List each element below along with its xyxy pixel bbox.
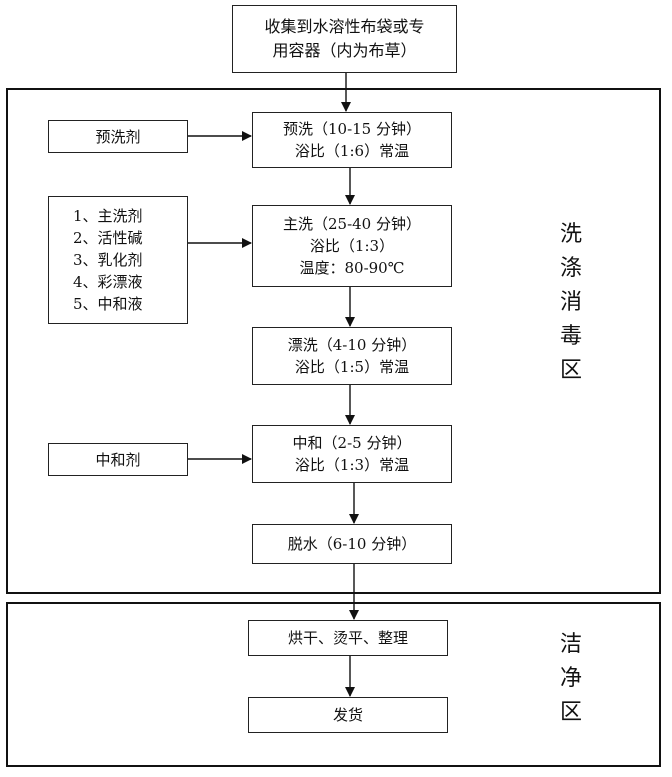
wash-zone-char: 消	[559, 290, 582, 315]
step-line: 浴比（1:6）常温	[294, 142, 410, 160]
clean-zone-char: 净	[559, 666, 582, 691]
clean-zone-label: 洁 净 区	[556, 628, 586, 730]
agent-item: 4、彩漂液	[73, 273, 143, 291]
neutralizer-agent-label: 中和剂	[95, 450, 141, 469]
neutralize-step: 中和（2-5 分钟） 浴比（1:3）常温	[252, 425, 452, 483]
step-line: 浴比（1:3）	[309, 237, 395, 255]
wash-zone-char: 洗	[559, 222, 582, 247]
neutralizer-agent-box: 中和剂	[48, 443, 188, 476]
step-line: 烘干、烫平、整理	[287, 629, 408, 647]
prewash-step: 预洗（10-15 分钟） 浴比（1:6）常温	[252, 112, 452, 168]
collection-box: 收集到水溶性布袋或专 用容器（内为布草）	[232, 5, 457, 73]
step-line: 预洗（10-15 分钟）	[282, 120, 421, 138]
shipping-step: 发货	[248, 697, 448, 733]
main-wash-agents-box: 1、主洗剂 2、活性碱 3、乳化剂 4、彩漂液 5、中和液	[48, 196, 188, 324]
wash-zone-char: 涤	[559, 256, 582, 281]
prewash-agent-label: 预洗剂	[95, 127, 141, 146]
collection-line: 收集到水溶性布袋或专	[264, 17, 425, 36]
step-line: 漂洗（4-10 分钟）	[287, 336, 417, 354]
agent-item: 5、中和液	[73, 295, 143, 313]
clean-zone-char: 区	[559, 700, 582, 725]
step-line: 浴比（1:5）常温	[294, 358, 410, 376]
spin-dry-step: 脱水（6-10 分钟）	[252, 524, 452, 564]
wash-zone-char: 毒	[559, 324, 582, 349]
step-line: 脱水（6-10 分钟）	[287, 535, 417, 553]
wash-zone-char: 区	[559, 358, 582, 383]
agent-item: 2、活性碱	[73, 229, 143, 247]
agent-item: 3、乳化剂	[73, 251, 143, 269]
clean-zone-char: 洁	[559, 632, 582, 657]
step-line: 发货	[332, 706, 363, 724]
agent-item: 1、主洗剂	[73, 207, 143, 225]
main-wash-step: 主洗（25-40 分钟） 浴比（1:3） 温度：80-90℃	[252, 205, 452, 287]
step-line: 浴比（1:3）常温	[294, 456, 410, 474]
step-line: 主洗（25-40 分钟）	[282, 215, 421, 233]
step-line: 温度：80-90℃	[299, 259, 405, 277]
dry-iron-fold-step: 烘干、烫平、整理	[248, 620, 448, 656]
step-line: 中和（2-5 分钟）	[292, 434, 412, 452]
clean-zone	[6, 602, 661, 767]
rinse-step: 漂洗（4-10 分钟） 浴比（1:5）常温	[252, 327, 452, 385]
wash-zone-label: 洗 涤 消 毒 区	[556, 218, 586, 388]
collection-line: 用容器（内为布草）	[272, 41, 417, 60]
wash-disinfect-zone	[6, 88, 661, 594]
prewash-agent-box: 预洗剂	[48, 120, 188, 153]
